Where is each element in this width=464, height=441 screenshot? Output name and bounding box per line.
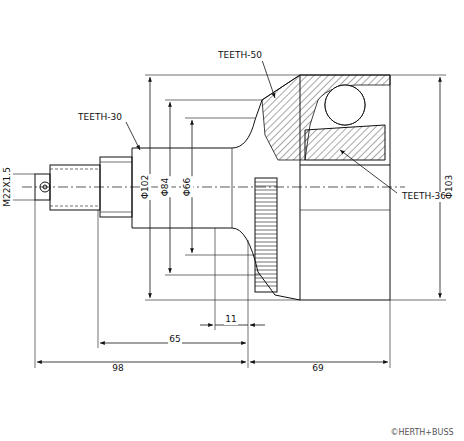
- abs-tooth: [255, 234, 277, 235]
- abs-tooth: [255, 254, 277, 255]
- abs-tooth: [255, 194, 277, 195]
- abs-tooth: [255, 186, 277, 187]
- abs-tooth: [255, 222, 277, 223]
- abs-tooth: [255, 190, 277, 191]
- abs-tooth: [255, 246, 277, 247]
- dimension-label: 11: [224, 315, 237, 325]
- abs-tooth: [255, 198, 277, 199]
- part-label: TEETH-50: [217, 51, 263, 61]
- dimension-label: 98: [111, 364, 124, 374]
- dimension-label: 69: [311, 364, 324, 374]
- abs-tooth: [255, 258, 277, 259]
- abs-tooth: [255, 266, 277, 267]
- dimension-label: M22X1.5: [3, 166, 13, 208]
- abs-tooth: [255, 286, 277, 287]
- abs-tooth: [255, 202, 277, 203]
- abs-tooth: [255, 214, 277, 215]
- abs-tooth: [255, 242, 277, 243]
- abs-tooth: [255, 238, 277, 239]
- abs-tooth: [255, 218, 277, 219]
- abs-tooth: [255, 250, 277, 251]
- abs-tooth: [255, 278, 277, 279]
- dimension-label: Φ103: [445, 174, 455, 200]
- part-label: TEETH-36: [401, 192, 447, 202]
- abs-tooth: [255, 210, 277, 211]
- part-label: TEETH-30: [77, 113, 123, 123]
- abs-tooth: [255, 230, 277, 231]
- abs-tooth: [255, 206, 277, 207]
- abs-tooth: [255, 270, 277, 271]
- abs-tooth: [255, 274, 277, 275]
- watermark: ©HERTH+BUSS: [389, 429, 454, 438]
- abs-tooth: [255, 182, 277, 183]
- dimension-label: Φ102: [141, 174, 151, 200]
- abs-tooth: [255, 282, 277, 283]
- abs-tooth: [255, 226, 277, 227]
- dimension-label: 65: [168, 335, 181, 345]
- abs-tooth: [255, 262, 277, 263]
- dimension-label: Φ66: [183, 177, 193, 198]
- dimension-label: Φ84: [161, 177, 171, 198]
